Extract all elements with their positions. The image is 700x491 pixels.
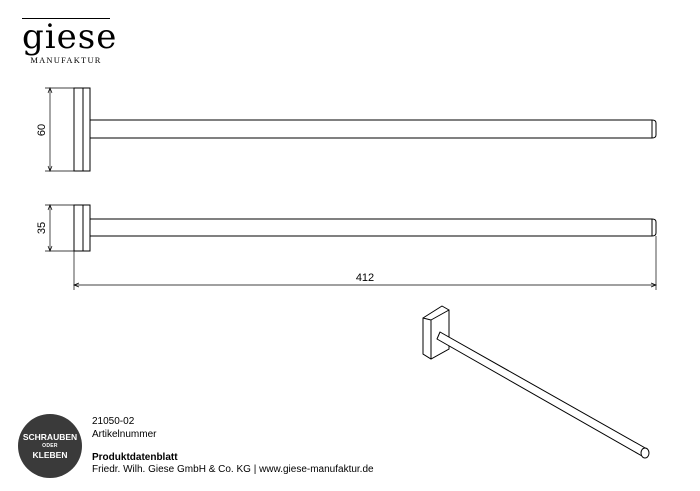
logo-rule xyxy=(22,18,110,19)
dimension-height-top xyxy=(45,87,74,172)
top-view xyxy=(73,87,657,172)
iso-bar-end-cap xyxy=(640,447,650,459)
article-number: 21050-02 xyxy=(92,416,135,427)
side-view xyxy=(73,204,657,252)
article-number-label: Artikelnummer xyxy=(92,429,157,440)
side-view-mount-plate xyxy=(73,204,91,252)
dimension-label-60: 60 xyxy=(36,124,48,136)
logo-subtitle: MANUFAKTUR xyxy=(30,55,102,65)
side-view-bar xyxy=(90,218,657,237)
top-view-mount-plate xyxy=(73,87,91,172)
iso-mount-plate-side xyxy=(422,317,432,360)
company-line: Friedr. Wilh. Giese GmbH & Co. KG | www.… xyxy=(92,464,374,475)
dimension-height-side xyxy=(45,204,74,252)
iso-bar xyxy=(436,331,648,457)
badge-line-oder: ODER xyxy=(42,443,58,449)
dimension-label-412: 412 xyxy=(356,272,374,284)
top-view-bar xyxy=(90,119,657,139)
isometric-view xyxy=(422,305,650,459)
sheet-title: Produktdatenblatt xyxy=(92,452,178,463)
logo-wordmark: giese xyxy=(22,17,118,57)
mounting-badge: SCHRAUBEN ODER KLEBEN xyxy=(18,414,82,478)
badge-line-schrauben: SCHRAUBEN xyxy=(22,432,78,442)
dimension-label-35: 35 xyxy=(36,222,48,234)
dimension-length xyxy=(73,236,657,290)
badge-line-kleben: KLEBEN xyxy=(32,450,68,460)
